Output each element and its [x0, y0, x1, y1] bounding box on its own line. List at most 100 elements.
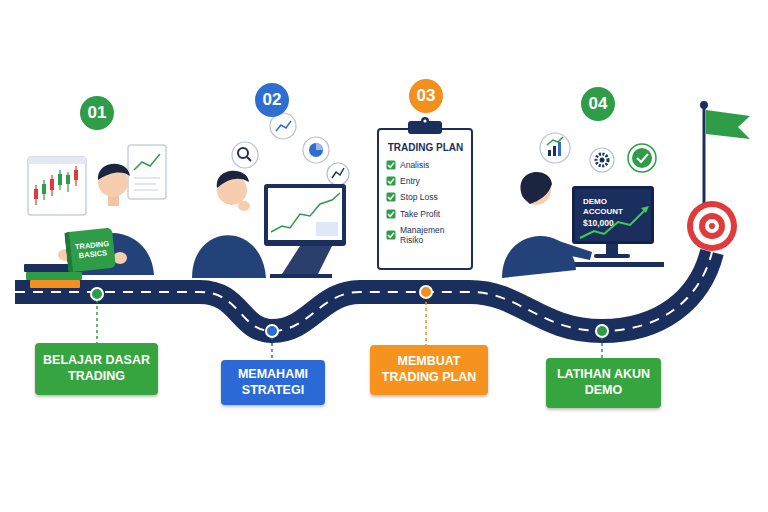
reader-illustration-part [134, 184, 156, 185]
text-row: TRADING PLAN [386, 142, 465, 154]
reader-illustration-part [134, 154, 160, 170]
step-label: MEMBUAT TRADING PLAN [382, 354, 476, 384]
clipboard-clip-part [408, 121, 442, 134]
reader-illustration-part-part [74, 170, 78, 180]
road [15, 252, 712, 331]
step-label-box: BELAJAR DASAR TRADING [35, 343, 158, 395]
book-title: TRADING BASICS [75, 239, 110, 260]
reader-illustration-part [34, 166, 78, 205]
road-part [15, 252, 712, 331]
road-marker [91, 286, 608, 337]
step-label: MEMAHAMI STRATEGI [238, 367, 308, 397]
trader-illustration-part-part [590, 148, 614, 172]
reader-illustration-part [98, 164, 130, 180]
reader-illustration-part-part [42, 184, 46, 194]
checkbox-fill [387, 161, 396, 170]
reader-illustration-part-part [58, 174, 62, 185]
trader-illustration-part [594, 254, 630, 258]
reader-illustration-part [26, 272, 82, 280]
step-label: LATIHAN AKUN DEMO [557, 367, 650, 397]
text-row: $10,000 [583, 218, 645, 229]
checkbox-fill [387, 177, 396, 186]
goal-target [687, 101, 750, 251]
strategist-illustration-part [247, 157, 251, 161]
account-balance: $10,000 [583, 218, 614, 228]
leader-line-part [601, 337, 603, 358]
goal-target-part [693, 207, 731, 245]
text-row: Analisis [386, 160, 465, 170]
strategist-illustration-part-part [327, 163, 349, 185]
book-cover: TRADING BASICS [64, 228, 116, 273]
clipboard-clip-part [421, 117, 429, 125]
checkbox-icon [386, 230, 396, 240]
trader-illustration-part [553, 146, 556, 156]
text-row: 02 [263, 90, 282, 110]
leader-line [97, 296, 602, 360]
step-number: 02 [263, 90, 282, 109]
strategist-illustration-part [238, 201, 250, 211]
clipboard-clip-part [423, 119, 426, 122]
goal-target-part [687, 201, 737, 251]
step-number: 04 [589, 94, 608, 113]
demo-chart-line-part [580, 210, 645, 238]
plan-item: Entry [400, 176, 420, 186]
strategist-illustration-part [270, 274, 332, 278]
trading-plan-clipboard: TRADING PLANAnalisisEntryStop LossTake P… [377, 128, 473, 270]
strategist-illustration-part [276, 121, 291, 131]
step-label: BELAJAR DASAR TRADING [43, 353, 150, 383]
reader-illustration-part-part [34, 189, 38, 199]
step-number-circle: 02 [254, 82, 290, 118]
goal-target-part [706, 110, 750, 139]
checkbox-fill [387, 209, 396, 218]
trader-illustration-part [560, 262, 664, 267]
trader-illustration [502, 133, 664, 278]
number-circle-fill [581, 87, 615, 121]
checkbox-fill [387, 193, 396, 202]
road-part [15, 252, 712, 331]
demo-chart-line [580, 206, 649, 238]
strategist-illustration-part [268, 188, 342, 240]
trader-illustration-part [547, 137, 563, 145]
trader-illustration-part-part [540, 133, 570, 163]
plan-item: Take Profit [400, 209, 440, 219]
reader-illustration-part-part [66, 175, 70, 184]
reader-illustration-part-part [50, 179, 54, 190]
reader-illustration-part [28, 157, 86, 215]
text-row: Take Profit [386, 209, 465, 219]
checkbox-icon [386, 176, 396, 186]
strategist-illustration [192, 113, 349, 278]
step-number: 01 [88, 103, 107, 122]
step-number-circle: 04 [580, 86, 616, 122]
plan-item: Analisis [400, 160, 429, 170]
step-label-box: LATIHAN AKUN DEMO [546, 358, 661, 408]
leader-line-part [96, 300, 98, 343]
trader-illustration-part [596, 154, 608, 166]
clipboard-clip [408, 117, 442, 134]
strategist-illustration-part-part [232, 142, 258, 168]
strategist-illustration-part-part [270, 113, 296, 139]
reader-illustration-part [28, 157, 86, 164]
text-row: Manajemen Risiko [386, 225, 465, 245]
trader-illustration-part [558, 142, 561, 156]
step-number-circle: 01 [79, 95, 115, 131]
strategist-illustration-part [282, 246, 332, 274]
road-marker-part [596, 325, 608, 337]
number-circle-fill [409, 79, 443, 113]
checkbox-icon [386, 192, 396, 202]
reader-illustration [24, 145, 166, 288]
checkbox-tick [388, 233, 394, 238]
trader-illustration-part [502, 236, 576, 278]
number-circle-fill [80, 96, 114, 130]
strategist-illustration-part [238, 148, 248, 158]
trader-illustration-part [632, 148, 652, 168]
text-row: TRADING BASICS [72, 239, 113, 261]
checkbox-tick [388, 211, 394, 216]
strategist-illustration-part [332, 168, 344, 178]
goal-target-part [700, 101, 708, 109]
goal-target-part [709, 223, 715, 229]
reader-illustration-part [134, 178, 160, 179]
number-circle-fill [255, 83, 289, 117]
plan-item: Manajemen Risiko [400, 225, 465, 245]
